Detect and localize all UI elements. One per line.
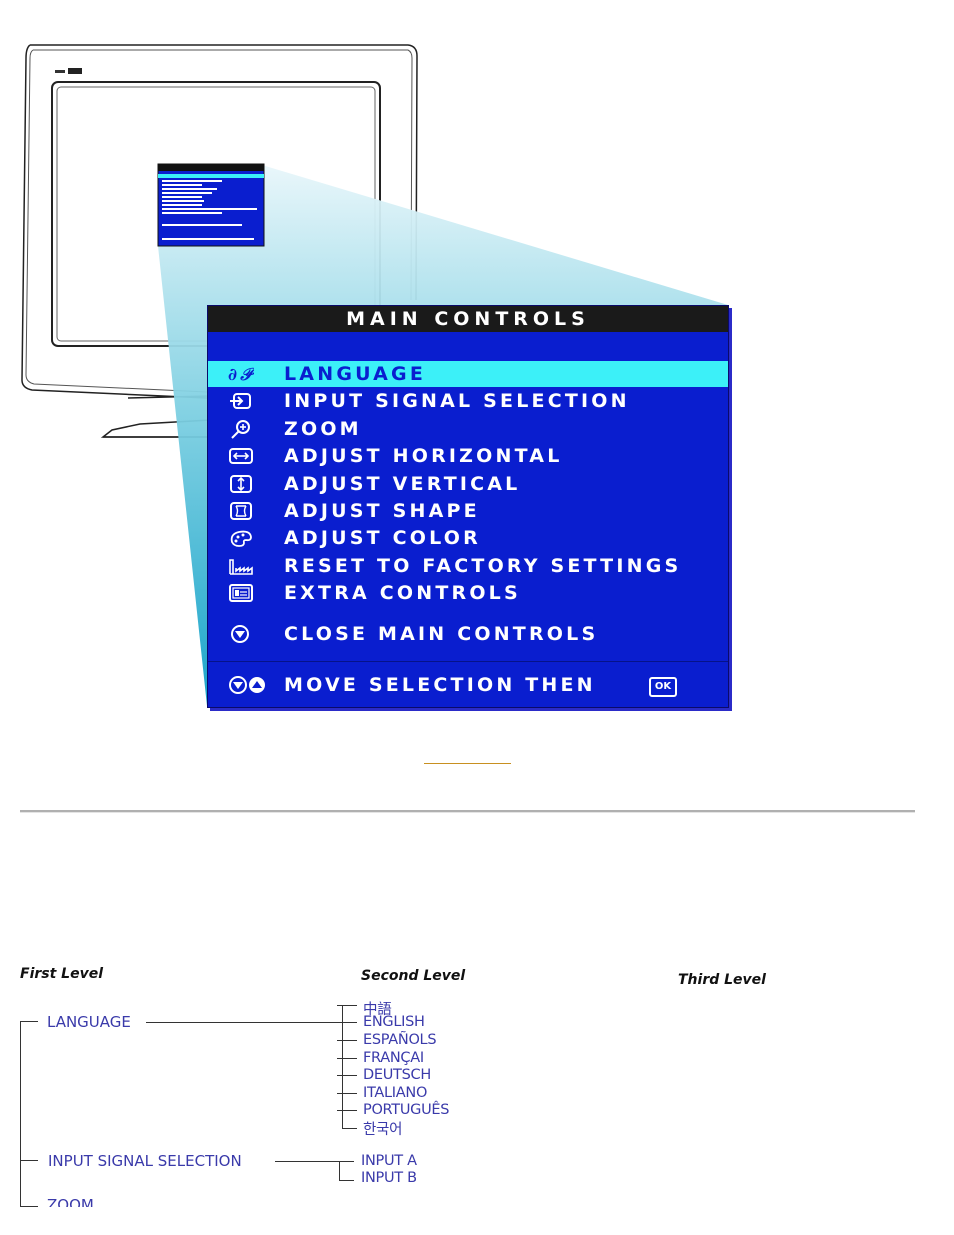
main-controls-osd: MAIN CONTROLS ∂𝒫 LANGUAGE INPUT SIGNAL S… xyxy=(207,305,729,708)
tree-connector xyxy=(337,1005,357,1006)
menu-item-adjust-vertical[interactable]: ADJUST VERTICAL xyxy=(208,471,728,497)
osd-footer: MOVE SELECTION THEN OK xyxy=(208,672,728,698)
color-palette-icon xyxy=(230,530,252,547)
horizontal-icon xyxy=(229,448,253,464)
tree-item-zoom: ZOOM xyxy=(47,1196,94,1207)
vertical-icon xyxy=(230,475,252,493)
svg-text:∂𝒫: ∂𝒫 xyxy=(228,365,254,384)
menu-item-label: ADJUST SHAPE xyxy=(284,500,480,522)
monitor-illustration xyxy=(21,44,728,706)
mini-osd xyxy=(157,163,265,247)
menu-item-adjust-horizontal[interactable]: ADJUST HORIZONTAL xyxy=(208,443,728,469)
factory-icon xyxy=(229,559,253,575)
tree-connector xyxy=(337,1093,357,1094)
third-level-heading: Third Level xyxy=(678,972,766,988)
ok-icon: OK xyxy=(649,677,677,697)
footer-label: MOVE SELECTION THEN xyxy=(284,674,596,696)
tree-item-input-signal-selection: INPUT SIGNAL SELECTION xyxy=(48,1152,242,1170)
input-option-b: INPUT B xyxy=(361,1170,417,1186)
return-to-top-link[interactable] xyxy=(424,763,511,764)
menu-item-adjust-shape[interactable]: ADJUST SHAPE xyxy=(208,498,728,524)
tree-connector xyxy=(146,1022,342,1023)
tree-branch-line xyxy=(342,1005,343,1129)
tree-connector xyxy=(337,1075,357,1076)
language-icon: ∂𝒫 xyxy=(228,365,254,384)
language-option-chinese: 中語 xyxy=(363,1002,392,1018)
menu-item-language[interactable]: ∂𝒫 LANGUAGE xyxy=(208,361,728,387)
menu-item-adjust-color[interactable]: ADJUST COLOR xyxy=(208,525,728,551)
language-option-spanish: ESPAÑOLS xyxy=(363,1032,437,1048)
menu-item-label: ADJUST VERTICAL xyxy=(284,473,521,495)
tree-connector xyxy=(337,1022,357,1023)
language-option-english: ENGLISH xyxy=(363,1014,425,1030)
input-option-a: INPUT A xyxy=(361,1153,417,1169)
tree-connector xyxy=(20,1160,38,1161)
tree-connector xyxy=(342,1128,357,1129)
menu-item-label: EXTRA CONTROLS xyxy=(284,582,521,604)
tree-connector xyxy=(337,1058,357,1059)
up-down-arrows-icon xyxy=(229,676,265,694)
tree-item-language: LANGUAGE xyxy=(47,1013,131,1031)
extra-controls-icon xyxy=(229,584,253,602)
menu-item-label: ADJUST COLOR xyxy=(284,527,481,549)
menu-item-label: CLOSE MAIN CONTROLS xyxy=(284,623,599,645)
brand-logo xyxy=(55,68,82,74)
tree-connector xyxy=(275,1161,339,1162)
language-option-portuguese: PORTUGUÊS xyxy=(363,1102,450,1118)
zoom-light-cone xyxy=(158,165,728,706)
osd-divider xyxy=(208,661,728,662)
zoom-icon xyxy=(231,420,250,439)
shape-icon xyxy=(230,502,252,520)
zoom-clip: ZOOM xyxy=(46,1196,166,1207)
menu-item-extra-controls[interactable]: EXTRA CONTROLS xyxy=(208,580,728,606)
tree-connector xyxy=(337,1040,357,1041)
tree-connector xyxy=(339,1180,354,1181)
menu-item-close-main-controls[interactable]: CLOSE MAIN CONTROLS xyxy=(208,621,728,647)
menu-item-label: ZOOM xyxy=(284,418,362,440)
menu-item-label: INPUT SIGNAL SELECTION xyxy=(284,390,630,412)
monitor-bezel xyxy=(21,44,418,399)
close-down-icon xyxy=(231,625,249,643)
language-option-french: FRANÇAI xyxy=(363,1050,424,1066)
tree-trunk-line xyxy=(20,1021,21,1207)
first-level-heading: First Level xyxy=(20,966,104,982)
language-option-italian: ITALIANO xyxy=(363,1085,428,1101)
tree-connector xyxy=(334,1161,354,1162)
menu-item-label: LANGUAGE xyxy=(284,363,427,385)
language-option-german: DEUTSCH xyxy=(363,1067,431,1083)
osd-title: MAIN CONTROLS xyxy=(208,306,728,332)
menu-item-reset-factory[interactable]: RESET TO FACTORY SETTINGS xyxy=(208,553,728,579)
tree-connector xyxy=(20,1021,38,1022)
menu-item-label: ADJUST HORIZONTAL xyxy=(284,445,563,467)
section-divider xyxy=(20,810,915,813)
menu-item-label: RESET TO FACTORY SETTINGS xyxy=(284,555,682,577)
language-option-korean: 한국어 xyxy=(363,1122,403,1138)
tree-connector xyxy=(20,1206,38,1207)
menu-item-input-signal[interactable]: INPUT SIGNAL SELECTION xyxy=(208,388,728,414)
tree-branch-line xyxy=(339,1161,340,1181)
second-level-heading: Second Level xyxy=(361,968,466,984)
menu-item-zoom[interactable]: ZOOM xyxy=(208,416,728,442)
input-signal-icon xyxy=(230,393,251,409)
tree-connector xyxy=(337,1110,357,1111)
